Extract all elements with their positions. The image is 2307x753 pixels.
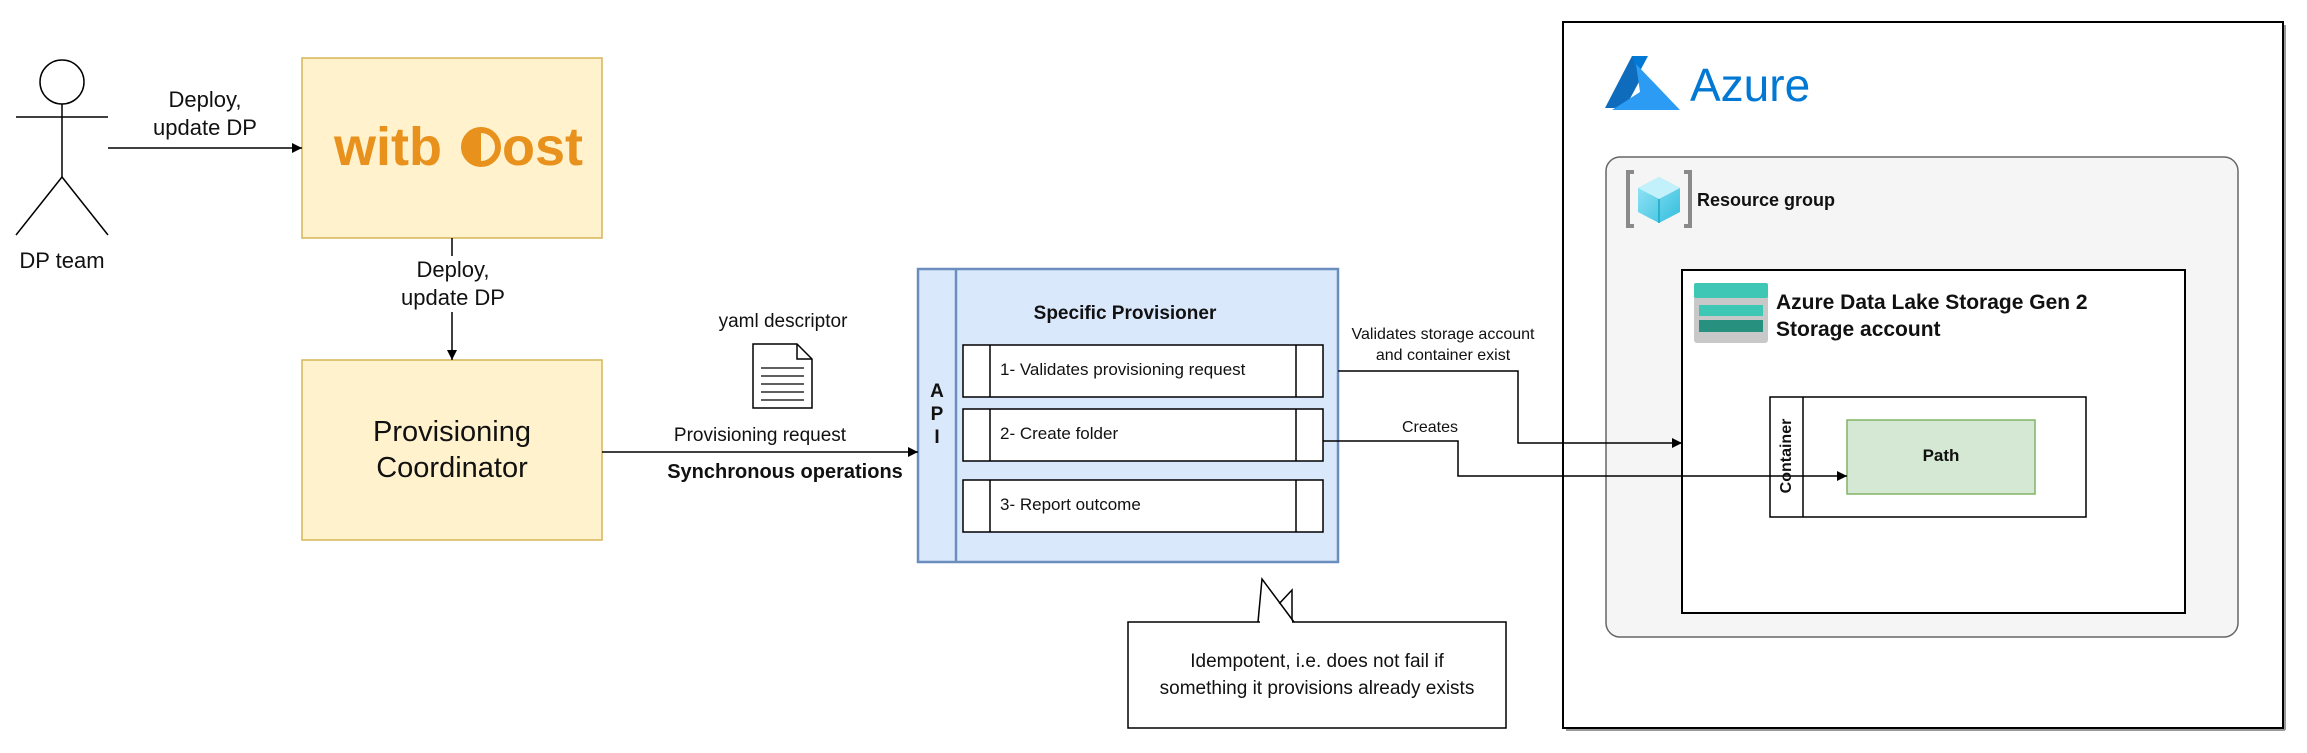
azure-title: Azure — [1690, 59, 1811, 111]
dp-team-label: DP team — [19, 248, 105, 273]
dp-team-actor-icon — [15, 59, 109, 236]
witboost-logo: witb ost — [333, 117, 583, 177]
callout-text: Idempotent, i.e. does not fail if someth… — [1159, 651, 1475, 699]
validates-label: Validates storage account and container … — [1351, 326, 1535, 364]
witboost-logo-wit: witb — [333, 117, 442, 177]
step-2-label: 2- Create folder — [1000, 424, 1119, 443]
container-label: Container — [1778, 418, 1795, 494]
provisioning-coordinator-box — [301, 359, 603, 541]
edge-label-deploy-2: Deploy, update DP — [378, 256, 528, 312]
provisioner-title: Specific Provisioner — [1033, 303, 1217, 324]
storage-account-label: Azure Data Lake Storage Gen 2 Storage ac… — [1776, 291, 2088, 341]
path-box — [1846, 419, 2036, 495]
yaml-descriptor-label: yaml descriptor — [718, 311, 848, 332]
step-3-label: 3- Report outcome — [1000, 495, 1141, 514]
edge-label-deploy-1: Deploy, update DP — [153, 87, 257, 140]
path-label: Path — [1922, 446, 1960, 465]
witboost-logo-ost: ost — [502, 117, 583, 177]
edge-creates — [1323, 440, 1847, 481]
step-box-1 — [962, 344, 1324, 398]
creates-label: Creates — [1401, 419, 1459, 436]
provisioning-request-label: Provisioning request — [673, 425, 847, 446]
azure-logo-icon — [1605, 56, 1680, 110]
witboost-box — [301, 57, 603, 239]
resource-group-icon — [1626, 170, 1692, 228]
step-box-3 — [962, 479, 1324, 533]
step-box-2 — [962, 408, 1324, 462]
step-1-label: 1- Validates provisioning request — [1000, 360, 1246, 379]
sync-ops-label: Synchronous operations — [667, 461, 903, 483]
edge-validates — [1338, 370, 1682, 448]
resource-group-label: Resource group — [1697, 190, 1836, 210]
storage-account-icon — [1694, 283, 1768, 343]
api-label: A P I — [930, 381, 944, 448]
document-icon — [752, 343, 813, 409]
coordinator-label: Provisioning Coordinator — [373, 416, 531, 484]
witboost-logo-o-icon — [461, 127, 501, 167]
